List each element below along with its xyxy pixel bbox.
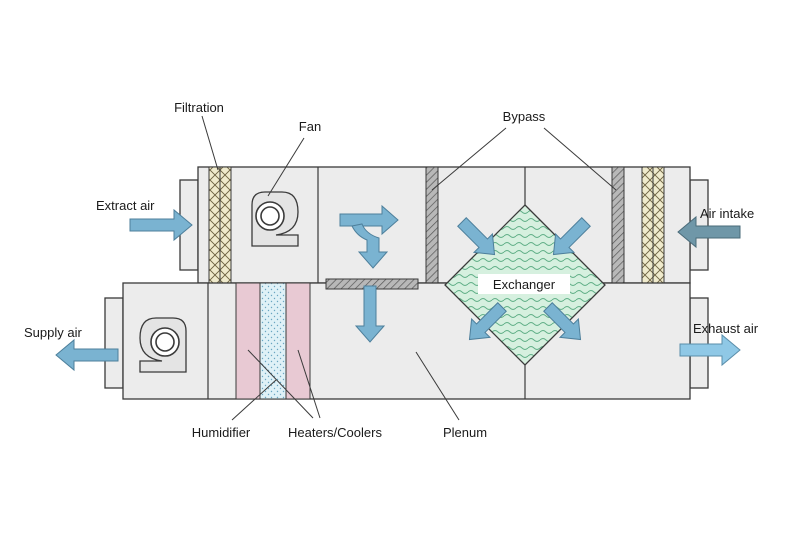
- heater-cooler-coil-2: [285, 282, 311, 400]
- upper-unit: [179, 166, 709, 284]
- supply-air-label: Supply air: [24, 325, 82, 340]
- bypass-damper-right: [611, 166, 625, 284]
- extract-air-label: Extract air: [96, 198, 155, 213]
- lower-casing: [122, 282, 691, 400]
- filtration-label: Filtration: [174, 100, 224, 115]
- damper-down-arrow-icon: [354, 285, 386, 343]
- supply-air-duct-collar: [104, 297, 124, 389]
- exchanger-out-arrow-left-icon: [468, 302, 507, 341]
- heaters-coolers-label: Heaters/Coolers: [288, 425, 382, 440]
- bypass-damper-left: [425, 166, 439, 284]
- air-intake-arrow-icon: [677, 215, 741, 249]
- filter-panel-right-1: [641, 166, 654, 284]
- exchanger-label-bg: [478, 274, 570, 294]
- air-intake-label: Air intake: [700, 206, 754, 221]
- exchanger-out-arrow-right-icon: [543, 302, 582, 341]
- airflow-arrows: [55, 204, 741, 372]
- exchanger-label: Exchanger: [493, 277, 556, 292]
- plenum-label: Plenum: [443, 425, 487, 440]
- exhaust-air-duct-collar: [689, 297, 709, 389]
- supply-air-arrow-icon: [55, 338, 119, 372]
- humidifier-section: [259, 282, 287, 400]
- filter-panel-right-2: [652, 166, 665, 284]
- supply-fan-icon: [139, 317, 187, 373]
- filter-panel-left-2: [219, 166, 232, 284]
- lower-unit: [104, 282, 709, 400]
- leader-lines: [201, 115, 617, 421]
- filter-panel-left-1: [208, 166, 221, 284]
- exhaust-air-label: Exhaust air: [693, 321, 759, 336]
- bypass-label: Bypass: [503, 109, 546, 124]
- recirculation-arrow-icon: [339, 204, 399, 236]
- extract-air-arrow-icon: [129, 208, 193, 242]
- recirculation-down-arrow-icon: [351, 223, 389, 269]
- humidifier-label: Humidifier: [192, 425, 251, 440]
- exchanger-in-arrow-left-icon: [457, 217, 496, 256]
- heater-cooler-coil-1: [235, 282, 261, 400]
- extract-fan-icon: [251, 191, 299, 247]
- fan-label: Fan: [299, 119, 321, 134]
- exchanger-in-arrow-right-icon: [552, 217, 591, 256]
- exhaust-air-arrow-icon: [679, 333, 741, 367]
